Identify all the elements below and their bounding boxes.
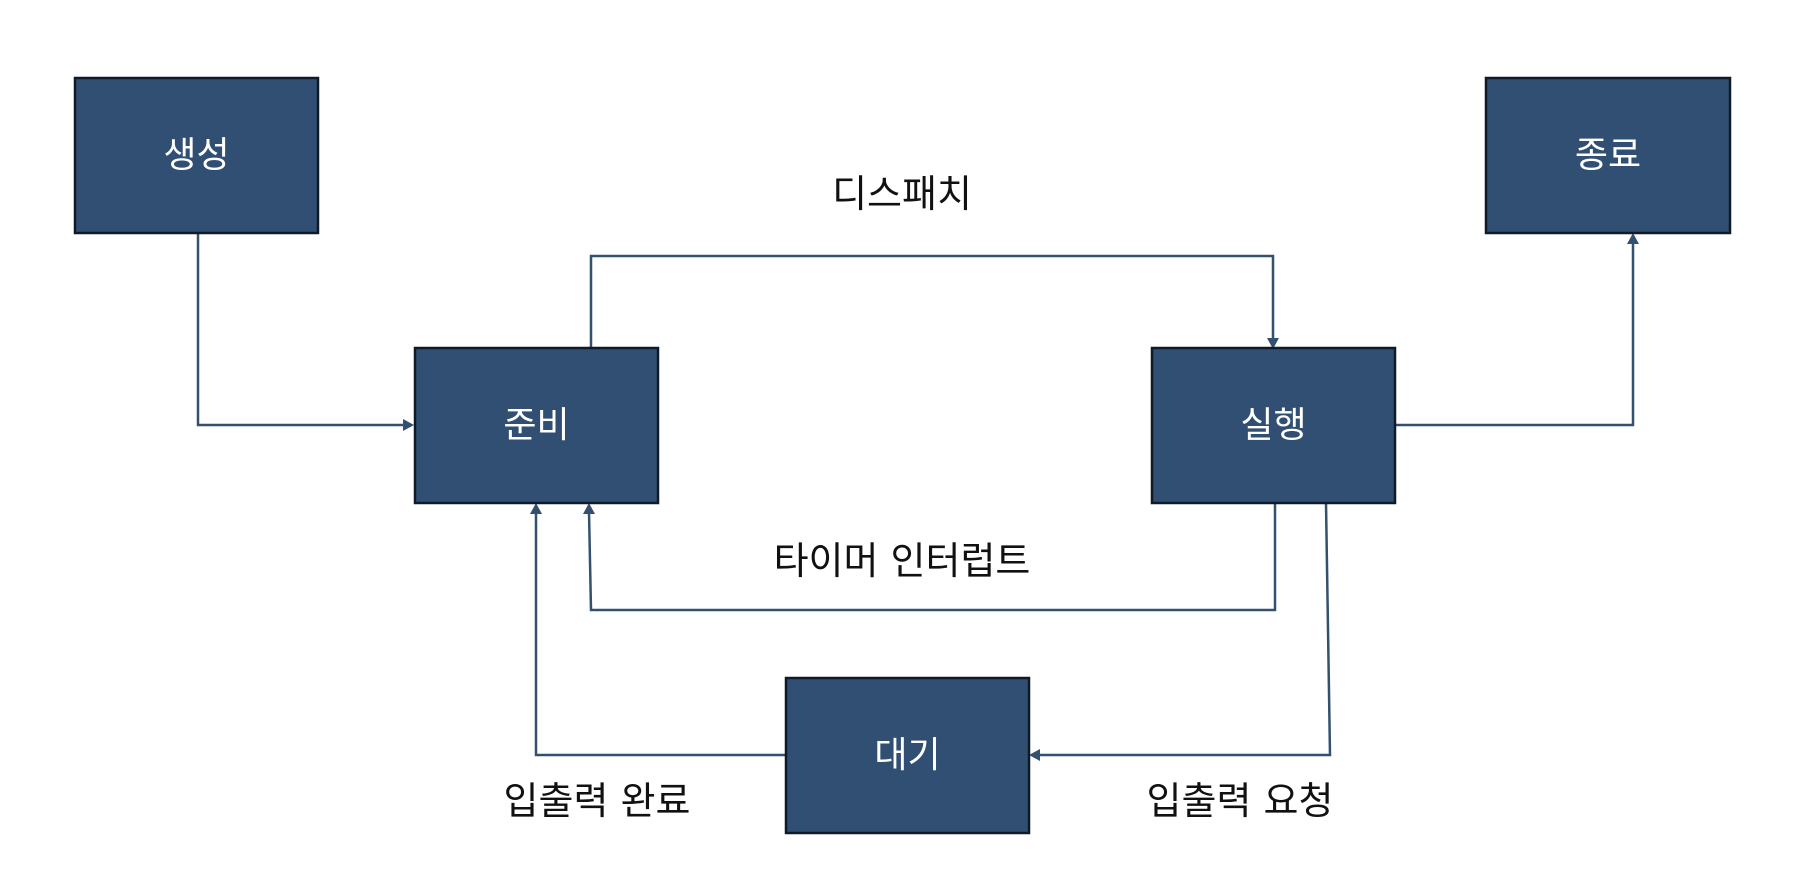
- label-timer-interrupt: 타이머 인터럽트: [774, 539, 1031, 583]
- edge-timer-interrupt: [587, 503, 1277, 612]
- arrowhead-running-to-terminated: [1627, 233, 1639, 244]
- state-waiting-box: [784, 676, 1031, 835]
- state-terminated: 종료: [1484, 76, 1732, 235]
- state-terminated-label: 종료: [1575, 135, 1641, 176]
- state-ready-box: [413, 346, 660, 505]
- state-new-label: 생성: [163, 135, 229, 176]
- state-ready-label: 준비: [503, 405, 569, 446]
- state-waiting: 대기: [784, 676, 1031, 835]
- edge-io-complete: [534, 512, 786, 757]
- arrowhead-dispatch: [1267, 338, 1279, 349]
- edge-running-to-terminated: [1395, 242, 1635, 427]
- state-waiting-label: 대기: [874, 735, 940, 776]
- edges: [196, 233, 1639, 761]
- state-running: 실행: [1150, 346, 1397, 505]
- label-dispatch: 디스패치: [832, 172, 972, 216]
- arrowhead-timer-interrupt: [583, 503, 595, 514]
- arrowhead-io-request: [1029, 749, 1040, 761]
- state-terminated-box: [1484, 76, 1732, 235]
- label-io-complete: 입출력 완료: [504, 779, 691, 823]
- label-io-request: 입출력 요청: [1147, 779, 1334, 823]
- state-new-box: [73, 76, 320, 235]
- state-running-box: [1150, 346, 1397, 505]
- edge-io-request: [1039, 502, 1332, 757]
- state-running-label: 실행: [1240, 405, 1306, 446]
- arrowhead-new-to-ready: [403, 419, 414, 431]
- state-new: 생성: [73, 76, 320, 235]
- edge-dispatch: [589, 254, 1275, 348]
- edge-new-to-ready: [196, 233, 405, 427]
- arrowhead-io-complete: [530, 503, 542, 514]
- state-ready: 준비: [413, 346, 660, 505]
